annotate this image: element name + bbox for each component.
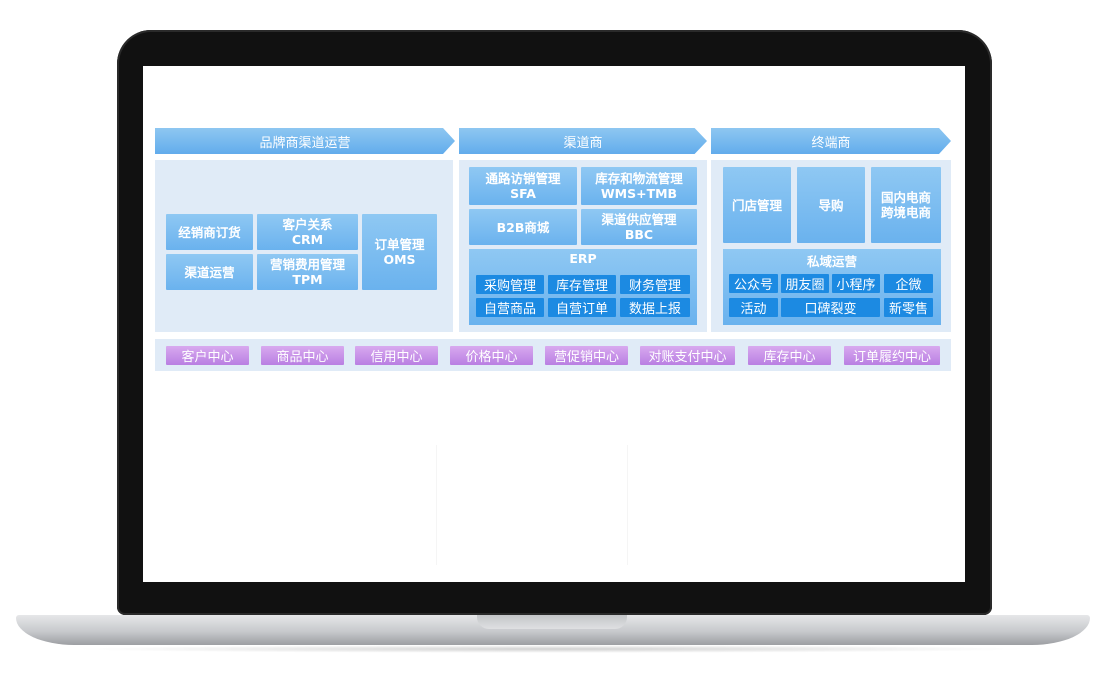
laptop-notch [477, 615, 627, 629]
store-label: 门店管理 [731, 197, 782, 213]
wms-line1: 库存和物流管理 [595, 171, 683, 186]
b2b-label: B2B商城 [496, 219, 550, 235]
bbc-line1: 渠道供应管理 [601, 212, 677, 227]
tpm-line1: 营销费用管理 [269, 257, 345, 272]
center-inventory: 库存中心 [748, 346, 831, 365]
sfa-box: 通路访销管理 SFA [469, 167, 577, 205]
private-item-miniprogram: 小程序 [832, 274, 880, 293]
laptop-shadow [70, 645, 1032, 653]
wms-box: 库存和物流管理 WMS+TMB [581, 167, 697, 205]
oms-line2: OMS [383, 252, 416, 267]
wms-line2: WMS+TMB [600, 186, 678, 201]
tpm-line2: TPM [292, 272, 323, 287]
center-product: 商品中心 [261, 346, 344, 365]
header-brand-ops: 品牌商渠道运营 [155, 128, 455, 154]
bbc-line2: BBC [624, 227, 654, 242]
distributor-order-box: 经销商订货 [166, 214, 253, 250]
erp-item-own-goods: 自营商品 [476, 298, 544, 317]
private-item-moments: 朋友圈 [781, 274, 829, 293]
private-item-word-of-mouth: 口碑裂变 [781, 298, 880, 317]
store-box: 门店管理 [723, 167, 791, 243]
oms-box: 订单管理 OMS [362, 214, 437, 290]
private-item-official: 公众号 [729, 274, 778, 293]
ecom-box: 国内电商 跨境电商 [871, 167, 941, 243]
private-ops-title: 私域运营 [806, 254, 857, 269]
erp-item-inventory: 库存管理 [548, 275, 616, 294]
guide-label: 导购 [818, 197, 844, 213]
sfa-line2: SFA [510, 186, 536, 201]
distributor-order-label: 经销商订货 [178, 224, 241, 240]
header-terminal: 终端商 [711, 128, 951, 154]
private-item-new-retail: 新零售 [884, 298, 933, 317]
private-item-activity: 活动 [729, 298, 778, 317]
center-promotion: 营促销中心 [545, 346, 628, 365]
sfa-line1: 通路访销管理 [485, 171, 561, 186]
erp-item-finance: 财务管理 [620, 275, 690, 294]
faint-watermark [436, 445, 628, 565]
center-customer: 客户中心 [166, 346, 249, 365]
channel-ops-box: 渠道运营 [166, 254, 253, 290]
crm-box: 客户关系 CRM [257, 214, 358, 250]
tpm-box: 营销费用管理 TPM [257, 254, 358, 290]
b2b-box: B2B商城 [469, 209, 577, 245]
private-item-wecom: 企微 [884, 274, 933, 293]
center-price: 价格中心 [450, 346, 533, 365]
center-order-fulfillment: 订单履约中心 [844, 346, 940, 365]
bbc-box: 渠道供应管理 BBC [581, 209, 697, 245]
center-reconciliation-payment: 对账支付中心 [640, 346, 735, 365]
erp-title: ERP [569, 251, 597, 266]
oms-line1: 订单管理 [374, 237, 425, 252]
ecom-line1: 国内电商 [880, 190, 931, 205]
erp-item-own-orders: 自营订单 [548, 298, 616, 317]
guide-box: 导购 [797, 167, 865, 243]
ecom-line2: 跨境电商 [880, 205, 931, 220]
channel-ops-label: 渠道运营 [184, 264, 235, 280]
erp-item-purchase: 采购管理 [476, 275, 544, 294]
header-channel: 渠道商 [459, 128, 707, 154]
erp-item-data-report: 数据上报 [620, 298, 690, 317]
center-credit: 信用中心 [355, 346, 438, 365]
crm-line2: CRM [291, 232, 324, 247]
crm-line1: 客户关系 [282, 217, 333, 232]
